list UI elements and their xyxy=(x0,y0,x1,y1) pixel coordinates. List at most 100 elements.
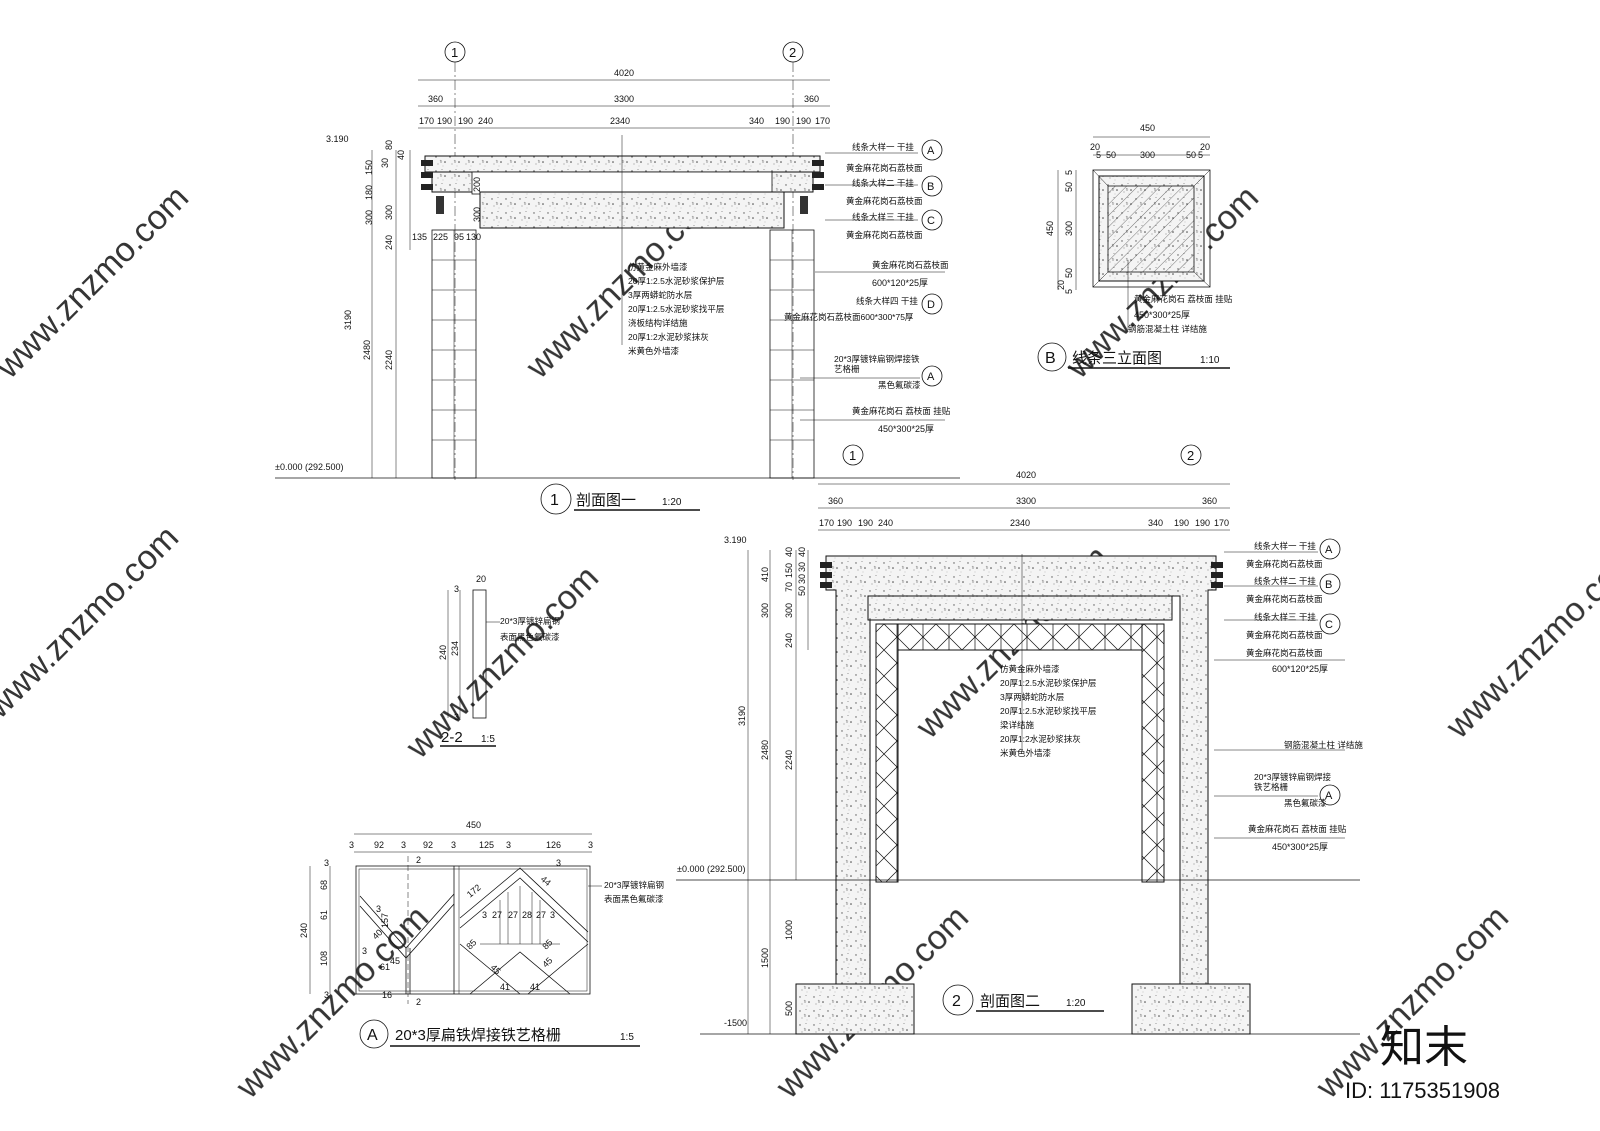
annotation-text: 米黄色外墙漆 xyxy=(1000,748,1052,758)
stone-line-details-right xyxy=(800,160,824,214)
grille-detail-a: 450 3 92 3 92 3 125 3 126 3 3 68 61 240 … xyxy=(299,820,664,1049)
section-2-2: 20 3 240 234 3 20*3厚镀锌扁钢 表面黑色氟碳漆 2-2 1:5 xyxy=(438,574,560,747)
dim-text: 80 xyxy=(384,140,394,150)
annotation-text: 450*300*25厚 xyxy=(1272,842,1328,852)
annotation-text: 3 xyxy=(324,990,329,1000)
annotation-text: 3 xyxy=(482,910,487,920)
annotation-text: 黄金麻花岗石荔枝面 xyxy=(1246,630,1323,640)
annotation-text: 3300 xyxy=(1016,496,1036,506)
annotation-text: B xyxy=(927,181,934,193)
annotation-text: 170 xyxy=(819,518,834,528)
dim-text: 170 xyxy=(419,116,434,126)
stone-line-details-left xyxy=(820,562,832,588)
elevation-scale: 1:10 xyxy=(1200,355,1220,366)
annotation-text: 3 xyxy=(550,910,555,920)
annotation-text: 40 xyxy=(784,547,794,557)
annotation-text: 黑色氟碳漆 xyxy=(1284,798,1327,808)
dim-text: 180 xyxy=(364,185,374,200)
annotation-text: 2 xyxy=(416,855,421,865)
annotation-text: 黄金麻花岗石 荔枝面 挂贴 xyxy=(852,406,951,416)
dim-text: 3190 xyxy=(343,310,353,330)
section-symbol: A xyxy=(367,1027,378,1044)
annotation-text: 50 xyxy=(1186,150,1196,160)
annotation-text: 仿黄金麻外墙漆 xyxy=(1000,664,1060,674)
annotation-text: 黄金麻花岗石 荔枝面 挂贴 xyxy=(1248,824,1347,834)
annotation-text: 线条大样三 干挂 xyxy=(852,212,914,222)
annotation-text: 3 xyxy=(401,840,406,850)
dim-text: 2240 xyxy=(384,350,394,370)
annotation-text: 黑色氟碳漆 xyxy=(878,380,921,390)
material-notes-2: 仿黄金麻外墙漆 20厚1:2.5水泥砂浆保护层 3厚两蟒蛇防水层 20厚1:2.… xyxy=(1000,664,1096,758)
annotation-text: 线条大样一 干挂 xyxy=(852,142,914,152)
dim-text: 40 xyxy=(396,150,406,160)
annotation-text: 108 xyxy=(319,951,329,966)
annotation-text: 16 xyxy=(382,990,392,1000)
annotation-text: 360 xyxy=(828,496,843,506)
annotation-text: 黄金麻花岗石荔枝面600*300*75厚 xyxy=(784,312,914,322)
annotation-text: 艺格栅 xyxy=(834,364,860,374)
elevation-b: 450 20 5 50 300 50 5 20 450 5 50 300 50 … xyxy=(1037,123,1233,372)
annotation-text: 20*3厚镀锌扁钢焊接铁 xyxy=(834,354,920,364)
annotation-text: 3 xyxy=(324,858,329,868)
dim-text: 225 xyxy=(433,232,448,242)
section-scale: 1:20 xyxy=(662,497,682,508)
annotation-text: 61 xyxy=(380,962,390,972)
annotation-text: 450 xyxy=(466,820,481,830)
annotation-text: 1500 xyxy=(760,948,770,968)
watermark-text: www.znzmo.com xyxy=(228,898,436,1106)
annotation-text: 钢筋混凝土柱 详结施 xyxy=(1284,740,1363,750)
annotation-text: 表面黑色氟碳漆 xyxy=(500,632,560,642)
watermark-text: www.znzmo.com xyxy=(1308,898,1516,1106)
watermark-text: www.znzmo.com xyxy=(1438,538,1600,746)
material-notes-1: 仿黄金麻外墙漆 20厚1:2.5水泥砂浆保护层 3厚两蟒蛇防水层 20厚1:2.… xyxy=(628,262,724,356)
dim-text: 300 xyxy=(384,205,394,220)
annotation-text: 表面黑色氟碳漆 xyxy=(604,894,664,904)
dim-text: 190 xyxy=(796,116,811,126)
section-scale: 1:5 xyxy=(481,734,495,745)
annotation-text: 85 xyxy=(540,937,554,951)
dim-text: 4020 xyxy=(614,68,634,78)
dim-text: 170 xyxy=(815,116,830,126)
axis-bubble-1 xyxy=(842,444,864,466)
annotation-text: 铁艺格栅 xyxy=(1254,782,1289,792)
annotation-text: C xyxy=(927,215,935,227)
annotation-text: 浇板结构详结施 xyxy=(628,318,688,328)
callouts-2: 线条大样一 干挂 A 黄金麻花岗石荔枝面 线条大样二 干挂 B 黄金麻花岗石荔枝… xyxy=(1214,538,1363,852)
annotation-text: 米黄色外墙漆 xyxy=(628,346,680,356)
annotation-text: 300 xyxy=(1140,150,1155,160)
dim-text: 150 xyxy=(364,160,374,175)
annotation-text: 20厚1:2.5水泥砂浆找平层 xyxy=(628,304,724,314)
annotation-text: 50 xyxy=(1064,182,1074,192)
dim-text: 30 xyxy=(380,158,390,168)
annotation-text: 600*120*25厚 xyxy=(1272,664,1328,674)
annotation-text: 125 xyxy=(479,840,494,850)
annotation-text: 5 xyxy=(1064,289,1074,294)
annotation-text: 黄金麻花岗石荔枝面 xyxy=(846,196,923,206)
section-symbol: B xyxy=(1045,350,1056,367)
annotation-text: B xyxy=(1325,579,1332,591)
annotation-text: 线条大样四 干挂 xyxy=(856,296,918,306)
axis-bubble-2 xyxy=(1180,444,1202,466)
annotation-text: 黄金麻花岗石荔枝面 xyxy=(846,230,923,240)
annotation-text: 线条大样二 干挂 xyxy=(1254,576,1316,586)
annotation-text: 172 xyxy=(465,882,483,899)
annotation-text: 1 xyxy=(849,448,856,463)
dim-text: 3300 xyxy=(614,94,634,104)
annotation-text: 40 xyxy=(797,547,807,557)
annotation-text: 150 xyxy=(784,563,794,578)
dim-text: 300 xyxy=(472,207,482,222)
axis-label: 2 xyxy=(789,45,796,60)
annotation-text: 20厚1:2水泥砂浆抹灰 xyxy=(628,332,709,342)
annotation-text: 3 xyxy=(454,584,459,594)
annotation-text: 300 xyxy=(1064,221,1074,236)
annotation-text: 45 xyxy=(390,956,400,966)
annotation-text: 450 xyxy=(1045,221,1055,236)
annotation-text: 240 xyxy=(784,633,794,648)
annotation-text: 5 xyxy=(1096,150,1101,160)
annotation-text: 30 xyxy=(797,574,807,584)
annotation-text: 28 xyxy=(522,910,532,920)
annotation-text: 仿黄金麻外墙漆 xyxy=(628,262,688,272)
level-label: -1500 xyxy=(724,1018,747,1028)
annotation-text: 黄金麻花岗石荔枝面 xyxy=(846,163,923,173)
